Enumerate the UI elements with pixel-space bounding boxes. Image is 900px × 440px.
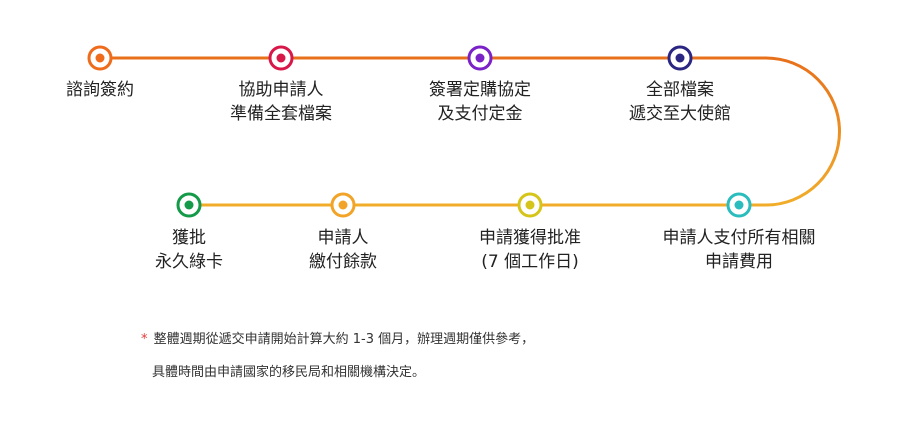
footnote-line-1: * 整體週期從遞交申請開始計算大約 1-3 個月，辦理週期僅供參考， — [141, 328, 534, 347]
footnote-text-1: 整體週期從遞交申請開始計算大約 1-3 個月，辦理週期僅供參考， — [153, 332, 535, 347]
step-node-7 — [330, 192, 356, 218]
step-label-line: 及支付定金 — [437, 104, 523, 124]
step-label-line: 簽署定購協定 — [429, 80, 531, 100]
step-label-3: 簽署定購協定及支付定金 — [370, 78, 590, 126]
step-label-line: 準備全套檔案 — [230, 104, 332, 124]
step-label-line: (7 個工作日) — [481, 252, 579, 272]
step-node-6 — [517, 192, 543, 218]
step-label-line: 申請人支付所有相關 — [662, 228, 816, 248]
step-node-dot — [184, 200, 194, 210]
step-label-4: 全部檔案遞交至大使館 — [570, 78, 790, 126]
step-label-line: 諮詢簽約 — [66, 80, 134, 100]
step-label-line: 永久綠卡 — [155, 252, 223, 272]
step-node-1 — [87, 45, 113, 71]
step-node-3 — [467, 45, 493, 71]
step-node-dot — [525, 200, 535, 210]
step-label-line: 申請費用 — [705, 252, 773, 272]
step-label-line: 遞交至大使館 — [629, 104, 731, 124]
step-label-line: 獲批 — [172, 228, 206, 248]
step-label-line: 全部檔案 — [646, 80, 714, 100]
step-node-dot — [338, 200, 348, 210]
step-node-4 — [667, 45, 693, 71]
step-node-dot — [734, 200, 744, 210]
turn-connector-curve — [765, 56, 841, 207]
step-node-5 — [726, 192, 752, 218]
step-label-line: 協助申請人 — [238, 80, 324, 100]
footnote-text-2: 具體時間由申請國家的移民局和相關機構決定。 — [152, 365, 426, 380]
footnote-line-2: 具體時間由申請國家的移民局和相關機構決定。 — [152, 361, 425, 380]
step-label-1: 諮詢簽約 — [0, 78, 210, 102]
step-label-8: 獲批永久綠卡 — [79, 226, 299, 274]
step-label-7: 申請人繳付餘款 — [233, 226, 453, 274]
step-node-2 — [268, 45, 294, 71]
step-node-dot — [675, 53, 685, 63]
step-label-2: 協助申請人準備全套檔案 — [171, 78, 391, 126]
step-label-line: 申請獲得批准 — [479, 228, 581, 248]
step-label-line: 申請人 — [317, 228, 369, 248]
step-node-dot — [475, 53, 485, 63]
step-node-8 — [176, 192, 202, 218]
step-node-dot — [276, 53, 286, 63]
step-label-line: 繳付餘款 — [309, 252, 377, 272]
footnote-asterisk: * — [141, 332, 148, 347]
step-label-5: 申請人支付所有相關申請費用 — [629, 226, 849, 274]
step-label-6: 申請獲得批准 (7 個工作日) — [420, 226, 640, 274]
step-node-dot — [95, 53, 105, 63]
